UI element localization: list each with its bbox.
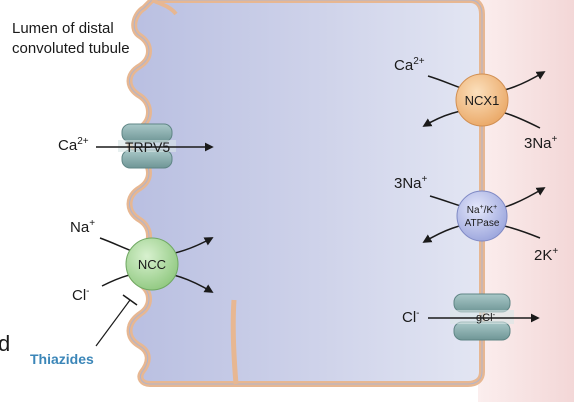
- thiazides-label: Thiazides: [30, 351, 94, 367]
- tubule-cell: [126, 0, 485, 387]
- atpase-na-label: 3Na+: [394, 174, 428, 192]
- cl-ion-label: Cl-: [402, 308, 420, 326]
- ncx1-ca-label: Ca2+: [394, 56, 425, 74]
- thiazide-inhibition-line: [95, 299, 131, 347]
- ncc-transporter: [125, 237, 179, 291]
- lateral-membrane: [230, 299, 239, 385]
- lumen-label-line-2: convoluted tubule: [12, 40, 130, 57]
- trpv5-ion-label: Ca2+: [58, 136, 89, 154]
- atpase-label: Na+/K+: [467, 204, 497, 216]
- na-k-atpase-pump: [456, 190, 508, 242]
- atpase-sub-label: ATPase: [465, 218, 500, 229]
- ncx1-label: NCX1: [465, 93, 500, 108]
- ncx1-na-label: 3Na+: [524, 134, 558, 152]
- lumen-label-line-1: Lumen of distal: [12, 20, 114, 37]
- cl-channel: [450, 293, 514, 341]
- cl-channel-label: gCl-: [476, 310, 496, 324]
- trpv5-channel: [118, 123, 176, 169]
- ncx1-transporter: [455, 73, 509, 127]
- cell-inner-border: [129, 0, 483, 385]
- lateral-membrane-top: [151, 0, 178, 16]
- atpase-k-label: 2K+: [534, 246, 558, 264]
- thiazide-inhibition-bar: [122, 294, 138, 306]
- edge-fragment-text: d: [0, 331, 10, 356]
- ncc-label: NCC: [138, 257, 166, 272]
- ncc-na-label: Na+: [70, 218, 95, 236]
- trpv5-channel-label: TRPV5: [125, 139, 170, 155]
- ncc-cl-label: Cl-: [72, 286, 90, 304]
